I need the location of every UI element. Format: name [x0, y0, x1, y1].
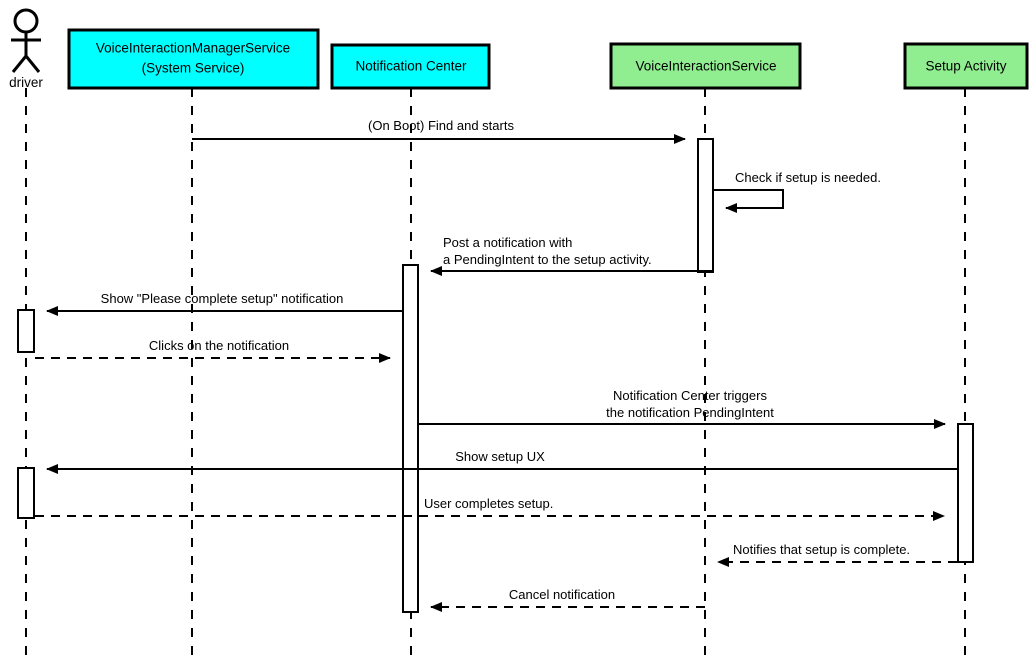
message-cancel-notification[interactable]: Cancel notification	[430, 587, 705, 612]
actor-driver-label: driver	[9, 75, 43, 90]
activation-bar-driver-1	[17, 309, 35, 353]
participant-head-voice-interaction-service[interactable]: VoiceInteractionService	[609, 42, 802, 90]
participant-box-voice-interaction-service[interactable]	[609, 42, 802, 90]
participant-label-vims-line2: (System Service)	[142, 61, 245, 76]
actor-leg-right-icon	[24, 55, 41, 73]
message-user-completes-setup[interactable]: User completes setup.	[35, 496, 945, 521]
participant-label-vims-line1: VoiceInteractionManagerService	[96, 41, 290, 56]
message-label-clicks-on-the-notification: Clicks on the notification	[149, 338, 289, 353]
activation-bar-voice-interaction-service	[697, 138, 714, 273]
message-notification-center-triggers-pendingintent[interactable]: Notification Center triggers the notific…	[418, 388, 946, 429]
message-label-user-completes-setup: User completes setup.	[424, 496, 553, 511]
participant-label-voice-interaction-service: VoiceInteractionService	[635, 59, 776, 74]
message-label-check-if-setup-is-needed: Check if setup is needed.	[735, 170, 881, 185]
message-label-cancel-notification: Cancel notification	[509, 587, 615, 602]
activation-bars	[17, 138, 974, 613]
message-on-boot-find-and-starts[interactable]: (On Boot) Find and starts	[192, 118, 686, 144]
message-label-on-boot-find-and-starts: (On Boot) Find and starts	[368, 118, 514, 133]
message-label-post-a-notification-line2: a PendingIntent to the setup activity.	[443, 252, 652, 267]
participant-head-vims[interactable]: VoiceInteractionManagerService (System S…	[67, 28, 320, 90]
actor-driver[interactable]: driver	[9, 8, 43, 90]
activation-bar-setup-activity	[957, 423, 974, 563]
message-clicks-on-the-notification[interactable]: Clicks on the notification	[35, 338, 391, 363]
message-show-please-complete-setup-notification[interactable]: Show "Please complete setup" notificatio…	[46, 291, 403, 316]
message-label-notification-center-triggers-line1: Notification Center triggers	[613, 388, 767, 403]
participant-head-notification-center[interactable]: Notification Center	[330, 43, 491, 90]
message-label-notifies-that-setup-is-complete: Notifies that setup is complete.	[733, 542, 910, 557]
message-check-if-setup-is-needed[interactable]: Check if setup is needed.	[714, 170, 881, 213]
message-post-a-notification[interactable]: Post a notification with a PendingIntent…	[430, 235, 714, 276]
participant-box-setup-activity[interactable]	[903, 42, 1029, 90]
message-label-show-please-complete-setup-notification: Show "Please complete setup" notificatio…	[101, 291, 344, 306]
message-label-notification-center-triggers-line2: the notification PendingIntent	[606, 405, 774, 420]
message-show-setup-ux[interactable]: Show setup UX	[46, 449, 957, 474]
message-label-show-setup-ux: Show setup UX	[455, 449, 545, 464]
participant-box-vims[interactable]	[67, 28, 320, 90]
participant-head-setup-activity[interactable]: Setup Activity	[903, 42, 1029, 90]
participant-box-notification-center[interactable]	[330, 43, 491, 90]
message-label-post-a-notification-line1: Post a notification with	[443, 235, 572, 250]
message-notifies-that-setup-is-complete[interactable]: Notifies that setup is complete.	[717, 542, 957, 567]
activation-bar-notification-center	[402, 264, 419, 613]
actor-leg-left-icon	[11, 55, 28, 73]
actor-head-icon	[13, 8, 39, 34]
participant-label-setup-activity: Setup Activity	[925, 59, 1006, 74]
message-self-call-path	[714, 189, 784, 213]
activation-bar-driver-2	[17, 467, 35, 519]
participant-label-notification-center: Notification Center	[355, 59, 467, 74]
